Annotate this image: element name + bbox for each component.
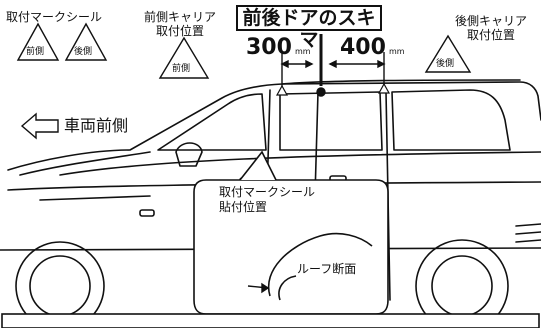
front-wheel-arch: [15, 241, 105, 328]
vehicle-front-label: 車両前側: [64, 116, 129, 135]
front-wheel: [29, 255, 91, 317]
side-mirror: [175, 142, 203, 167]
rear-carrier-label: 後側キャリア 取付位置: [455, 14, 528, 42]
triangle-front-legend: [16, 22, 60, 61]
triangle-front-text: 前側: [26, 47, 45, 57]
car-roof-line: [281, 79, 521, 85]
car-body-outline: [7, 81, 541, 171]
rear-wheel: [431, 255, 493, 317]
front-arrow-icon: [20, 112, 59, 140]
belt-line: [59, 151, 541, 176]
bottom-frame: [1, 313, 540, 328]
front-roof-marker: [275, 84, 289, 96]
roof-section-label: ルーフ断面: [297, 262, 357, 276]
triangle-rear-text: 後側: [74, 47, 93, 57]
triangle-rear-carrier-text: 後側: [436, 59, 455, 69]
mark-seal-label: 取付マークシール: [6, 10, 103, 24]
rear-door-window: [279, 91, 383, 151]
triangle-front-carrier-text: 前側: [172, 64, 191, 74]
rear-wheel-arch: [415, 239, 509, 328]
gap-title: 前後ドアのスキマ: [236, 5, 382, 51]
triangle-front-carrier: [158, 36, 210, 79]
triangle-rear-legend: [64, 22, 108, 61]
front-carrier-label: 前側キャリア 取付位置: [144, 10, 217, 38]
rear-quarter-window: [391, 89, 511, 151]
mark-seal-position-label: 取付マークシール 貼付位置: [219, 185, 316, 214]
roof-section-curve: [267, 232, 373, 297]
rear-roof-marker: [377, 82, 391, 94]
triangle-rear-carrier: [424, 34, 472, 73]
front-window: [157, 93, 267, 151]
body-crease: [7, 181, 541, 191]
